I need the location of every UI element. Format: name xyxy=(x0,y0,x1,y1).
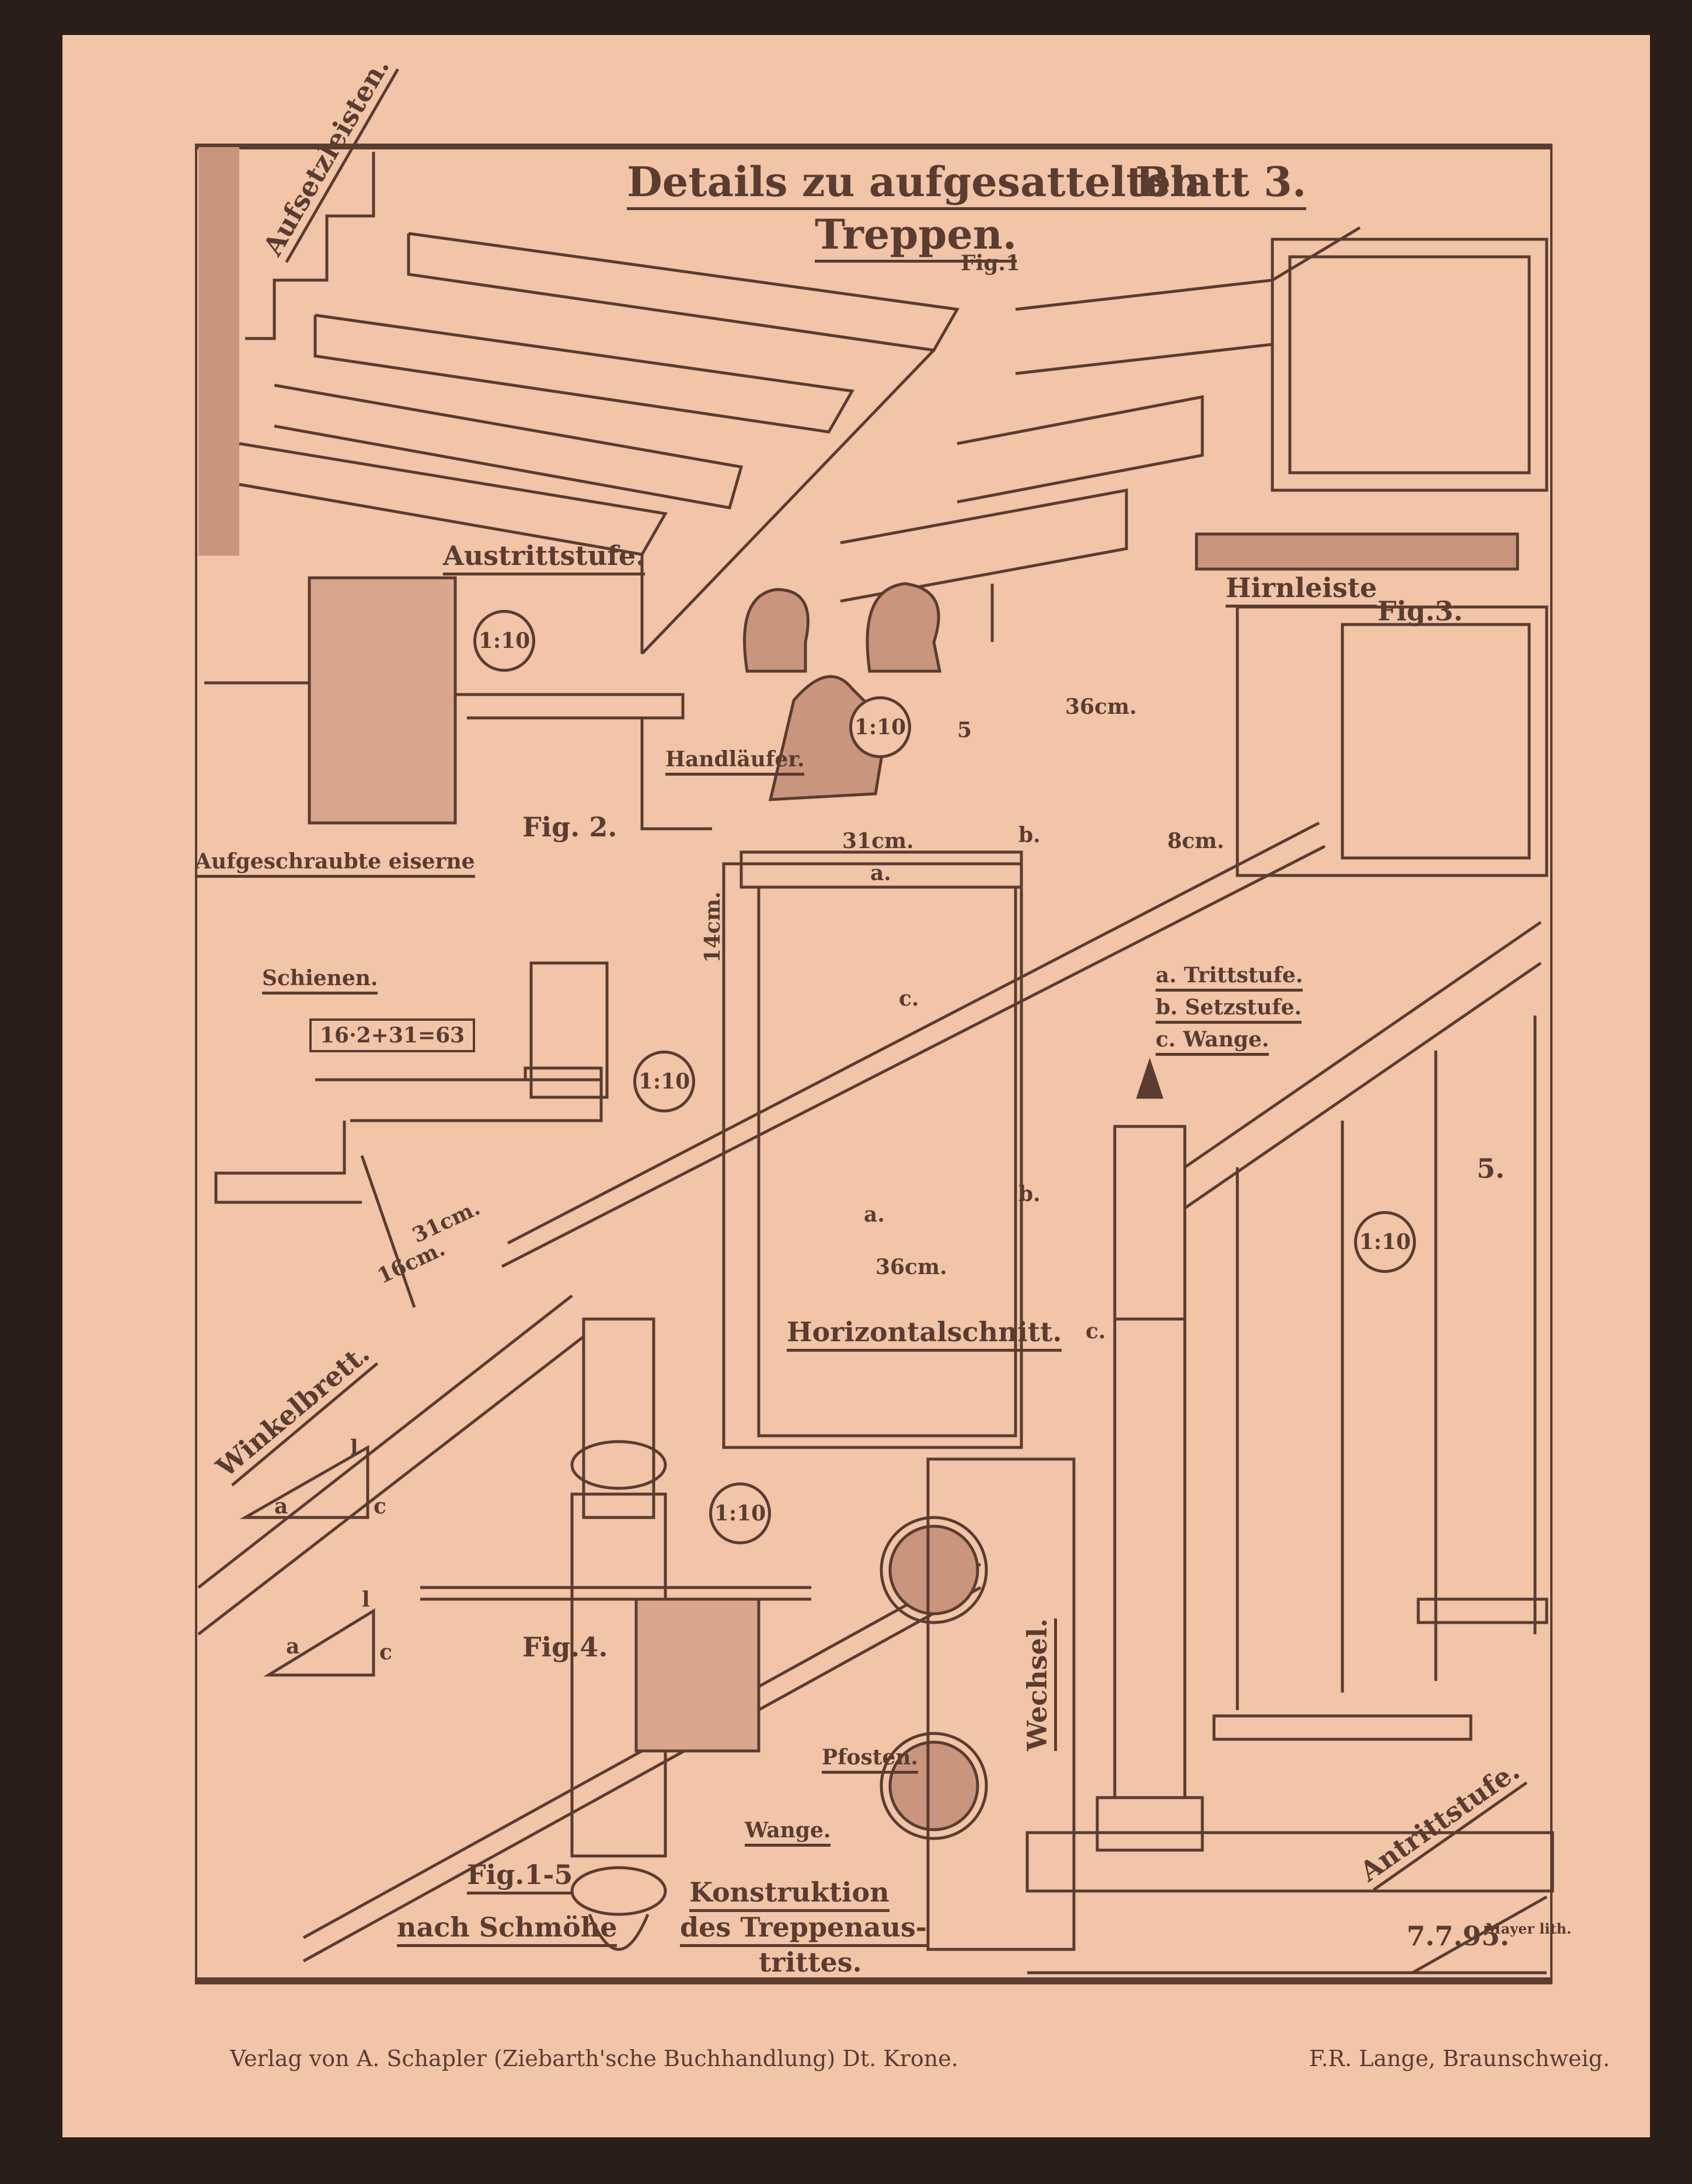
handrail-profile xyxy=(743,588,810,673)
newel-post-fig4 xyxy=(420,1317,811,1951)
horizontal-section xyxy=(722,862,1023,1449)
aufgeschraubte-label: Aufgeschraubte eiserne xyxy=(195,849,475,878)
wange-label: Wange. xyxy=(745,1818,831,1847)
dimension-5: 5 xyxy=(957,718,972,742)
scale-badge: 1:10 xyxy=(473,610,535,672)
dimension-31cm: 31cm. xyxy=(842,829,914,853)
dimension-36cm-bottom: 36cm. xyxy=(875,1255,947,1279)
newel-post-fig5 xyxy=(1096,1058,1204,1852)
pfosten-label: Pfosten. xyxy=(822,1745,919,1774)
dimension-36cm-top: 36cm. xyxy=(1065,695,1137,719)
hirnleiste-label: Hirnleiste xyxy=(1226,572,1377,608)
wechsel-label: Wechsel. xyxy=(1021,1618,1057,1751)
drawing-frame xyxy=(195,144,1553,1984)
step-formula: 16·2+31=63 xyxy=(309,1018,476,1052)
konstruktion-label-3: trittes. xyxy=(759,1946,862,1982)
fig4-label: Fig.4. xyxy=(522,1631,608,1663)
schienen-label: Schienen. xyxy=(262,966,378,995)
dimension-8cm: 8cm. xyxy=(1167,829,1224,853)
publisher-imprint: Verlag von A. Schapler (Ziebarth'sche Bu… xyxy=(230,2046,958,2071)
stair-fig1-left xyxy=(239,152,960,655)
fig2-post-section xyxy=(308,576,457,825)
fig2-label: Fig. 2. xyxy=(522,811,618,843)
stair-fig1-right xyxy=(840,226,1548,642)
fig3-label: Fig.3. xyxy=(1377,595,1463,627)
triangle-l: l xyxy=(362,1588,370,1612)
wall-hatch xyxy=(198,147,239,556)
legend-c: c. Wange. xyxy=(1156,1027,1269,1056)
fig5-label: 5. xyxy=(1477,1153,1505,1184)
post-section-circle xyxy=(880,1516,988,1624)
fig1-5-label: Fig.1-5 xyxy=(467,1859,573,1895)
dimension-14cm: 14cm. xyxy=(700,891,725,963)
triangle-a: a xyxy=(274,1494,288,1519)
lithographer-signature: Mayer lith. xyxy=(1485,1920,1572,1937)
post-section-circle xyxy=(880,1732,988,1840)
sheet-number: Blatt 3. xyxy=(1135,158,1307,210)
date-label: 7.7.95. xyxy=(1407,1920,1510,1952)
legend-a: a. Trittstufe. xyxy=(1156,963,1303,992)
hirnleiste-board xyxy=(1195,532,1519,571)
fig1-5-source: nach Schmöhe xyxy=(397,1911,618,1947)
printer-imprint: F.R. Lange, Braunschweig. xyxy=(1309,2046,1610,2071)
konstruktion-label: Konstruktion xyxy=(689,1876,889,1912)
triangle-c: c xyxy=(379,1640,392,1665)
austrittstufe-label: Austrittstufe. xyxy=(443,540,646,575)
handrail-line xyxy=(1184,961,1542,1210)
triangle-a: a xyxy=(286,1634,300,1659)
label-a-top: a. xyxy=(870,861,891,885)
scale-badge: 1:10 xyxy=(709,1482,771,1544)
label-c-bottom: c. xyxy=(1086,1319,1106,1344)
konstruktion-label-2: des Treppenaus- xyxy=(680,1911,927,1947)
scale-badge: 1:10 xyxy=(633,1051,695,1112)
fig1-label: Fig.1 xyxy=(961,251,1020,275)
label-c-mid: c. xyxy=(899,986,919,1011)
triangle-c: c xyxy=(374,1494,386,1519)
handlaeufer-label: Handläufer. xyxy=(665,747,805,776)
plate-title: Details zu aufgesattelten xyxy=(627,158,1201,210)
scale-badge: 1:10 xyxy=(1354,1211,1416,1273)
horizontalschnitt-label: Horizontalschnitt. xyxy=(787,1316,1062,1352)
legend-b: b. Setzstufe. xyxy=(1156,995,1302,1024)
label-b-top: b. xyxy=(1018,823,1041,847)
label-b-bottom: b. xyxy=(1018,1182,1041,1206)
stringer-line xyxy=(507,821,1320,1245)
triangle-l: l xyxy=(350,1436,358,1460)
handrail-profile xyxy=(866,582,942,673)
plate-title-line2: Treppen. xyxy=(815,210,1017,263)
label-a-bottom: a. xyxy=(864,1202,885,1227)
scale-badge: 1:10 xyxy=(849,696,911,758)
